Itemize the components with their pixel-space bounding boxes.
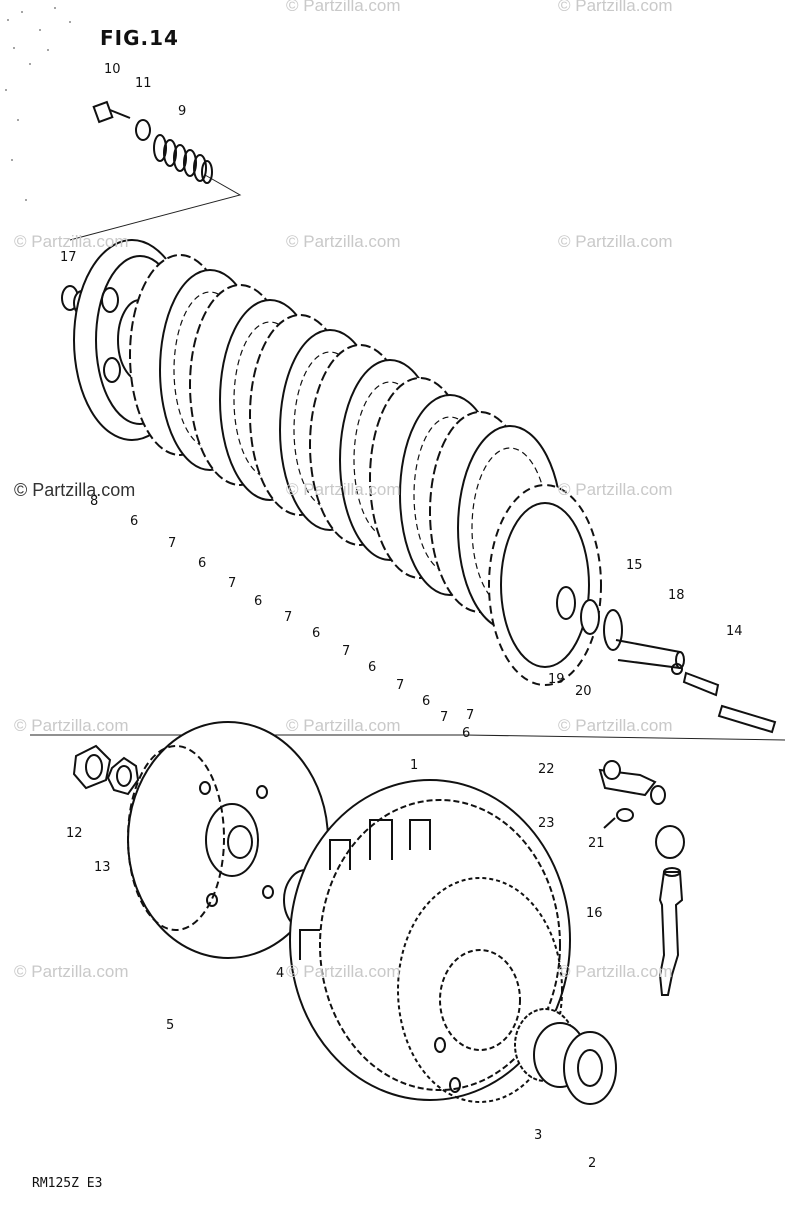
- callout-6: 6: [198, 556, 207, 571]
- callout-10: 10: [104, 62, 121, 77]
- callout-7: 7: [440, 710, 449, 725]
- callout-7: 7: [284, 610, 293, 625]
- callout-12: 12: [66, 826, 83, 841]
- callout-5: 5: [166, 1018, 175, 1033]
- callout-7: 7: [466, 708, 475, 723]
- callout-7: 7: [342, 644, 351, 659]
- clutch-housing-1: [289, 779, 571, 1103]
- callout-22: 22: [538, 762, 555, 777]
- washer-19: [556, 586, 576, 620]
- watermark: © Partzilla.com: [14, 716, 129, 735]
- callout-20: 20: [575, 684, 592, 699]
- scan-noise: [5, 7, 71, 201]
- callout-6: 6: [422, 694, 431, 709]
- callout-9: 9: [178, 104, 187, 119]
- bearing-20: [580, 599, 600, 635]
- model-code: RM125Z E3: [32, 1176, 103, 1191]
- callout-1: 1: [410, 758, 419, 773]
- washer-2: [563, 1031, 617, 1105]
- callout-6: 6: [130, 514, 139, 529]
- callout-23: 23: [538, 816, 555, 831]
- watermark: © Partzilla.com: [286, 0, 401, 15]
- watermark: © Partzilla.com: [558, 232, 673, 251]
- spring-9: [153, 134, 213, 184]
- watermark: © Partzilla.com: [286, 232, 401, 251]
- callout-4: 4: [276, 966, 285, 981]
- divider-line: [30, 734, 786, 741]
- watermark: © Partzilla.com: [286, 962, 401, 981]
- callout-21: 21: [588, 836, 605, 851]
- release-shaft-16: [658, 867, 684, 996]
- callout-11: 11: [135, 76, 152, 91]
- callout-14: 14: [726, 624, 743, 639]
- figure-title: FIG.14: [100, 26, 179, 50]
- washer-11: [135, 119, 151, 141]
- push-piece-15: [603, 609, 685, 669]
- callout-17: 17: [60, 250, 77, 265]
- clutch-plate-stack: [129, 254, 602, 686]
- callout-3: 3: [534, 1128, 543, 1143]
- clutch-sleeve-hub-5: [127, 721, 329, 959]
- callout-7: 7: [168, 536, 177, 551]
- ball-18: [671, 663, 683, 675]
- push-rods-14: [682, 671, 777, 734]
- watermark: © Partzilla.com: [558, 716, 673, 735]
- callout-6: 6: [368, 660, 377, 675]
- callout-19: 19: [548, 672, 565, 687]
- group-leader-top: [69, 174, 242, 241]
- watermark: © Partzilla.com: [558, 962, 673, 981]
- callout-6: 6: [312, 626, 321, 641]
- nut-12: [72, 744, 112, 790]
- watermark: © Partzilla.com: [286, 480, 401, 499]
- screw-21: [603, 808, 634, 829]
- callout-6: 6: [462, 726, 471, 741]
- callout-8: 8: [90, 494, 99, 509]
- watermark: © Partzilla.com: [14, 480, 136, 500]
- watermark: © Partzilla.com: [558, 480, 673, 499]
- callout-2: 2: [588, 1156, 597, 1171]
- callout-7: 7: [396, 678, 405, 693]
- callout-18: 18: [668, 588, 685, 603]
- callout-7: 7: [228, 576, 237, 591]
- callout-6: 6: [254, 594, 263, 609]
- watermark: © Partzilla.com: [286, 716, 401, 735]
- washer-2-hole: [577, 1049, 603, 1087]
- callout-16: 16: [586, 906, 603, 921]
- watermark: © Partzilla.com: [14, 962, 129, 981]
- watermark: © Partzilla.com: [558, 0, 673, 15]
- watermark: © Partzilla.com: [14, 232, 129, 251]
- bolt-10: [92, 100, 131, 124]
- lock-washer-13: [106, 756, 140, 796]
- release-arm-22: [598, 760, 666, 805]
- callout-13: 13: [94, 860, 111, 875]
- callout-15: 15: [626, 558, 643, 573]
- oil-seal: [655, 825, 685, 859]
